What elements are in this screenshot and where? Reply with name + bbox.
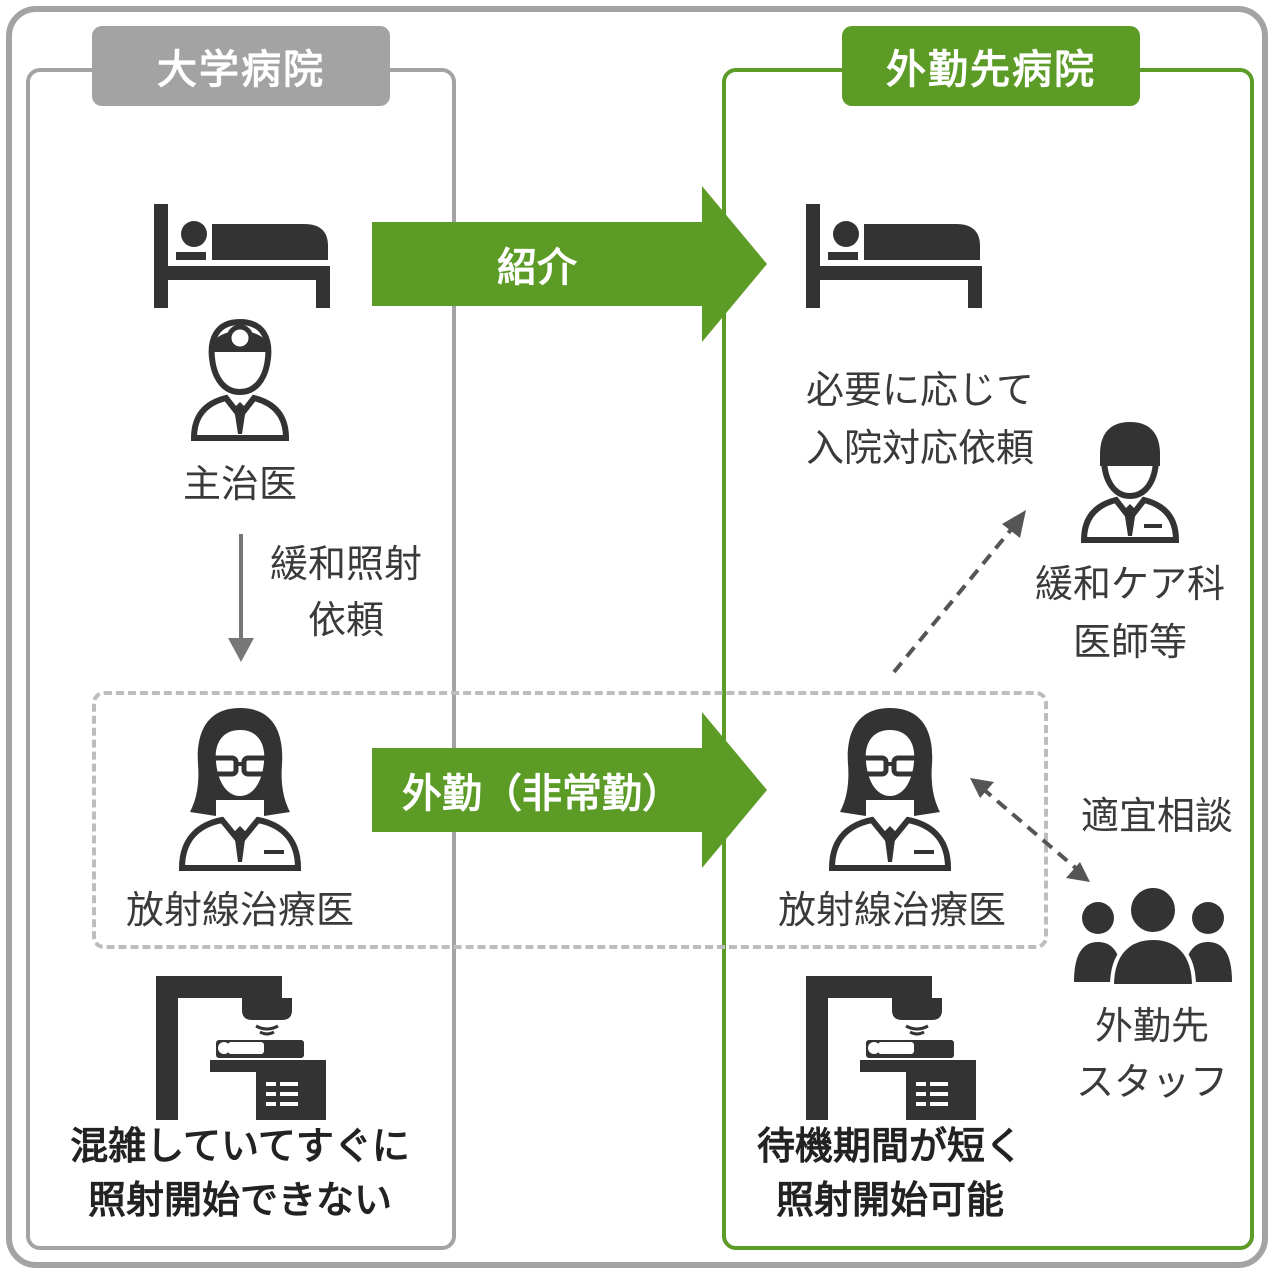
referral-label: 紹介 bbox=[497, 245, 577, 291]
referral-arrow bbox=[372, 186, 767, 342]
outer-frame bbox=[6, 6, 1268, 1268]
consult-label: 適宜相談 bbox=[1080, 794, 1233, 838]
bed-icon bbox=[154, 204, 330, 308]
admission-request-line1: 必要に応じて bbox=[805, 368, 1034, 412]
radiation-request-arrow bbox=[228, 534, 254, 662]
radiologist-icon bbox=[178, 708, 302, 871]
university-hospital-title: 大学病院 bbox=[92, 26, 390, 106]
admission-dashed-arrow bbox=[892, 510, 1026, 674]
left-status-line1: 混雑していてすぐに bbox=[70, 1124, 410, 1168]
radiation-request-label-line2: 依頼 bbox=[307, 598, 384, 642]
right-status-line1: 待機期間が短く bbox=[756, 1124, 1023, 1168]
radiologist-icon-right bbox=[828, 708, 952, 871]
consult-dashed-arrow bbox=[970, 778, 1090, 882]
attending-doctor-label: 主治医 bbox=[182, 462, 297, 506]
attending-doctor-icon bbox=[190, 318, 290, 441]
palliative-doctor-label-line2: 医師等 bbox=[1072, 620, 1187, 664]
staff-label-line2: スタッフ bbox=[1075, 1060, 1228, 1104]
staff-label-line1: 外勤先 bbox=[1094, 1004, 1209, 1048]
linac-machine-icon-right bbox=[806, 976, 976, 1120]
outside-work-arrow bbox=[372, 712, 767, 868]
right-status-line2: 照射開始可能 bbox=[775, 1178, 1004, 1222]
palliative-doctor-label-line1: 緩和ケア科 bbox=[1034, 562, 1225, 606]
admission-request-line2: 入院対応依頼 bbox=[805, 426, 1034, 470]
staff-group-icon bbox=[1074, 884, 1232, 988]
linac-machine-icon bbox=[156, 976, 326, 1120]
radiologist-group-box bbox=[92, 691, 1048, 949]
palliative-doctor-icon bbox=[1080, 422, 1180, 543]
radiologist-label-left: 放射線治療医 bbox=[125, 888, 354, 932]
affiliated-hospital-title: 外勤先病院 bbox=[842, 26, 1140, 106]
outside-work-label: 外勤（非常勤） bbox=[402, 771, 682, 817]
left-status-line2: 照射開始できない bbox=[87, 1178, 392, 1222]
bed-icon-right bbox=[806, 204, 982, 308]
radiation-request-label-line1: 緩和照射 bbox=[269, 542, 422, 586]
radiologist-label-right: 放射線治療医 bbox=[777, 888, 1006, 932]
